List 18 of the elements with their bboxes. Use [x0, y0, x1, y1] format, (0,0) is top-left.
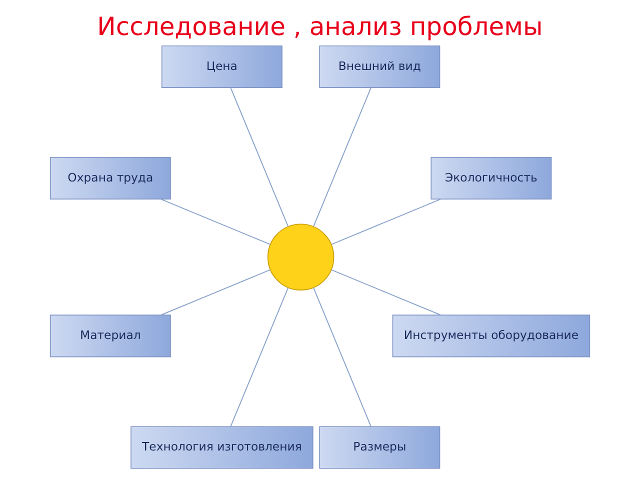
connector [330, 269, 442, 316]
node-box: Размеры [319, 426, 440, 469]
connector [230, 287, 289, 427]
node-box: Инструменты оборудование [392, 314, 590, 358]
node-circle [267, 224, 334, 290]
node-box: Охрана труда [50, 156, 171, 200]
node-box: Внешний вид [319, 45, 440, 88]
connector [312, 87, 372, 228]
diagram-title: Исследование , анализ проблемы [97, 12, 543, 42]
connector [160, 269, 271, 316]
connector [312, 287, 372, 427]
node-box: Технология изготовления [130, 426, 314, 469]
connector [160, 198, 271, 245]
node-box: Материал [50, 314, 171, 358]
node-box: Экологичность [430, 156, 552, 200]
connector [330, 198, 442, 245]
connector [230, 87, 289, 228]
node-box: Цена [161, 45, 282, 88]
